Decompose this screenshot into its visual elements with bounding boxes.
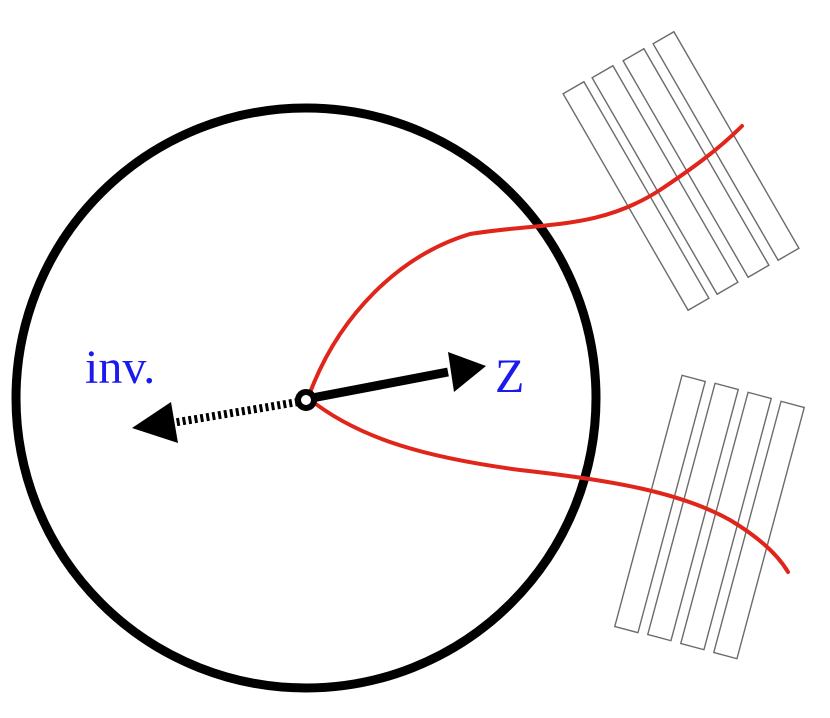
lower-detector-strip (679, 391, 773, 651)
upper-detector-strip (652, 30, 800, 262)
inv-arrow-head (132, 402, 178, 443)
lower-detector-strip (646, 382, 740, 642)
lower-detector-strip (613, 374, 707, 634)
upper-detector-strip (591, 64, 739, 296)
inv-arrow-shaft (171, 398, 299, 427)
vertex-dot (295, 389, 317, 411)
lower-track (306, 396, 790, 574)
lower-detector (613, 374, 806, 660)
z-arrow-shaft (311, 367, 449, 403)
upper-track (306, 124, 744, 400)
z-label: Z (495, 350, 524, 403)
z-arrow-head (448, 352, 486, 392)
upper-detector-strip (562, 80, 710, 312)
inv-label: inv. (85, 341, 155, 394)
event-circle (11, 103, 601, 693)
lower-detector-strip (712, 400, 806, 660)
upper-detector (562, 30, 800, 312)
